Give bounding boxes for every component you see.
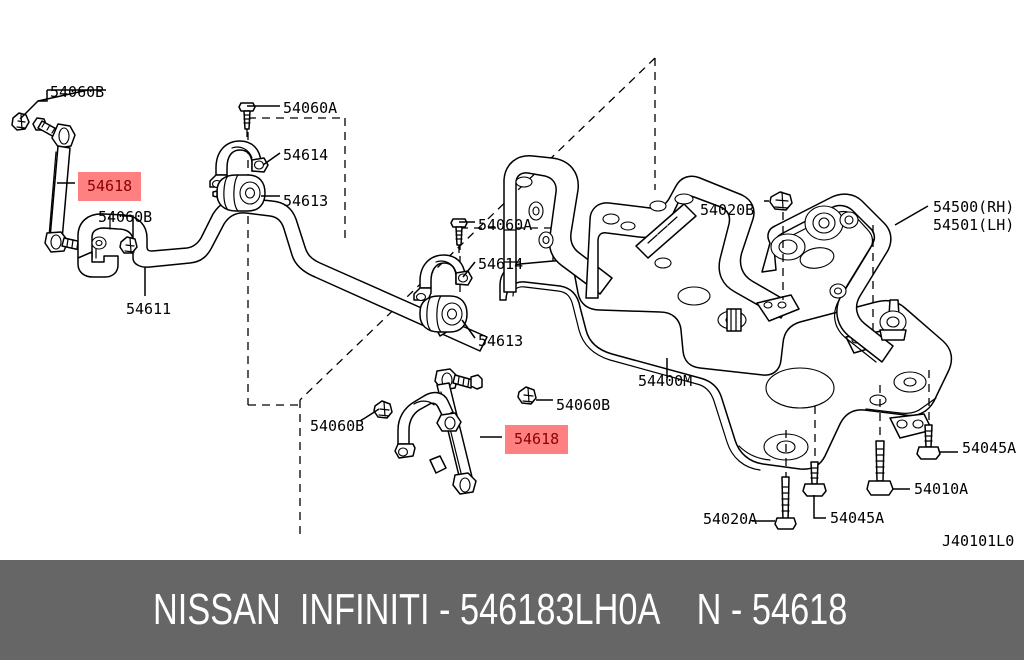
bolt-54060A-upper <box>238 102 256 130</box>
bolt-54020A <box>774 430 797 530</box>
part-label-54060a: 54060A <box>283 99 338 117</box>
link2-lower-ball-joint <box>452 472 477 495</box>
bush-54613-lower <box>419 295 468 333</box>
part-label-54614: 54614 <box>478 255 524 273</box>
part-label-54020b: 54020B <box>700 201 755 219</box>
brand-banner: NISSAN INFINITI - 546183LH0A N - 54618 <box>0 560 1024 660</box>
bush-54613-upper <box>212 174 266 212</box>
part-label-54020a: 54020A <box>703 510 758 528</box>
bolt-54060A-lower <box>450 218 468 246</box>
leader-lines <box>19 89 958 522</box>
nut-54020B <box>769 191 793 211</box>
part-label-54060b: 54060B <box>98 208 153 226</box>
part-label-54045a: 54045A <box>830 509 885 527</box>
bolt-54045A-right <box>916 370 941 460</box>
clamp-54614-lower <box>413 218 473 302</box>
part-label-54010a: 54010A <box>914 480 969 498</box>
part-label-54613: 54613 <box>283 192 329 210</box>
part-label-54060b: 54060B <box>556 396 611 414</box>
nut-54060B-bar <box>119 236 138 254</box>
part-label-54618: 54618 <box>505 425 569 454</box>
part-label-54501lh: 54501(LH) <box>933 216 1015 234</box>
part-label-54500rh: 54500(RH) <box>933 198 1015 216</box>
bar-end-eye-right <box>394 391 462 459</box>
transverse-link-54500 <box>761 191 907 363</box>
part-label-54060b: 54060B <box>50 83 105 101</box>
link-upper-ball-joint <box>32 117 76 149</box>
part-label-54618: 54618 <box>78 172 142 201</box>
part-label-54611: 54611 <box>126 300 172 318</box>
part-label-54060a: 54060A <box>478 216 533 234</box>
nut-54060B-link2 <box>517 386 537 405</box>
stabilizer-link-lower <box>373 368 537 495</box>
part-label-54400m: 54400M <box>638 372 693 390</box>
banner-text: NISSAN INFINITI - 546183LH0A N - 54618 <box>152 585 848 634</box>
bolt-54045A-left <box>802 406 827 497</box>
stabilizer-link-upper <box>11 112 92 253</box>
nut-54060B-upper <box>11 112 30 131</box>
clamp-54614-upper <box>209 102 269 189</box>
bar-end-eye-left <box>77 236 119 278</box>
part-label-54045a: 54045A <box>962 439 1017 457</box>
part-label-54613: 54613 <box>478 332 524 350</box>
bolt-54010A <box>866 385 894 496</box>
diagram-id: J40101L0 <box>942 532 1015 550</box>
part-label-54060b: 54060B <box>310 417 365 435</box>
part-label-54614: 54614 <box>283 146 329 164</box>
